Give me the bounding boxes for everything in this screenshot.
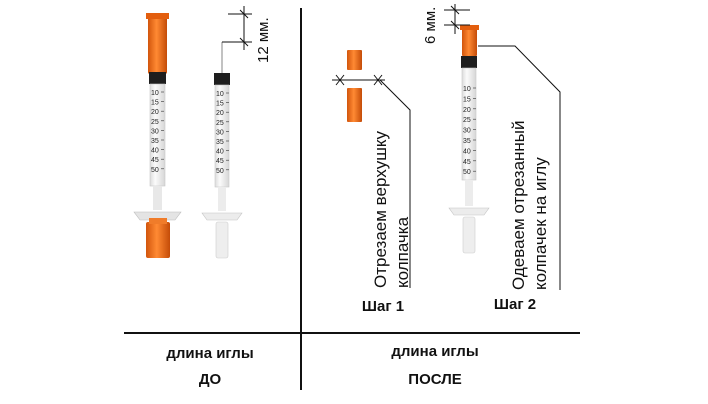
needle-length-after-label: 6 мм. xyxy=(422,6,439,44)
scale-mark-label: 30 xyxy=(463,128,471,135)
leader-line-1 xyxy=(379,79,411,288)
scale-mark-label: 25 xyxy=(216,120,224,127)
scale-marks: 10 15 20 25 30 35 40 45 50 xyxy=(463,86,476,176)
scale-mark-label: 30 xyxy=(216,129,224,136)
scale-mark-label: 35 xyxy=(151,138,159,145)
leader-line-2 xyxy=(478,45,561,290)
step2-instruction-line1: Одеваем отрезанный xyxy=(509,120,528,290)
scale-mark-label: 50 xyxy=(463,169,471,176)
finger-flange xyxy=(201,212,243,221)
scale-mark-label: 50 xyxy=(151,167,159,174)
barrel-hub xyxy=(149,72,166,84)
scale-mark-label: 15 xyxy=(151,100,159,107)
finger-flange xyxy=(133,211,182,221)
step2-instruction: Одеваем отрезанный колпачек на иглу xyxy=(508,120,552,290)
syringe-exposed-needle: 10 15 20 25 30 35 40 45 50 xyxy=(201,6,252,259)
plunger-stem xyxy=(218,187,226,211)
scale-mark-label: 45 xyxy=(463,159,471,166)
cap-top-piece xyxy=(347,50,362,70)
step1-instruction: Отрезаем верхушку колпачка xyxy=(370,131,414,288)
scale-mark-label: 10 xyxy=(216,91,224,98)
scale-mark-label: 20 xyxy=(216,110,224,117)
scale-mark-label: 45 xyxy=(216,158,224,165)
scale-mark-label: 20 xyxy=(151,109,159,116)
step1-instruction-line2: колпачка xyxy=(393,216,412,288)
cap-bottom-piece xyxy=(347,88,362,122)
scale-mark-label: 50 xyxy=(216,168,224,175)
syringe-capped: 10 15 20 25 30 35 40 45 50 xyxy=(133,13,182,258)
scale-mark-label: 25 xyxy=(151,119,159,126)
scale-mark-label: 40 xyxy=(151,148,159,155)
needle-cap-cut xyxy=(462,27,477,56)
plunger-rod xyxy=(462,216,476,254)
before-caption-line1: длина иглы xyxy=(166,345,254,362)
step2-instruction-line2: колпачек на иглу xyxy=(531,157,550,290)
cut-cap-diagram xyxy=(332,50,411,288)
scale-mark-label: 40 xyxy=(216,149,224,156)
scale-mark-label: 15 xyxy=(463,96,471,103)
before-caption-line2: ДО xyxy=(198,371,222,388)
scale-mark-label: 10 xyxy=(463,86,471,93)
plunger-rod xyxy=(215,221,229,259)
plunger-stem xyxy=(153,186,162,210)
syringe-cut-cap: 10 15 20 25 30 35 40 45 50 xyxy=(444,4,561,290)
scale-mark-label: 25 xyxy=(463,117,471,124)
step1-instruction-line1: Отрезаем верхушку xyxy=(371,131,390,288)
scale-mark-label: 35 xyxy=(463,138,471,145)
scale-marks: 10 15 20 25 30 35 40 45 50 xyxy=(151,90,164,174)
finger-flange xyxy=(448,207,490,216)
needle-length-before-label: 12 мм. xyxy=(255,17,272,63)
plunger-cap-orange xyxy=(146,222,170,258)
step1-label: Шаг 1 xyxy=(361,298,405,315)
needle-cap xyxy=(148,14,167,74)
barrel-hub xyxy=(461,56,477,68)
scale-mark-label: 30 xyxy=(151,128,159,135)
plunger-stem xyxy=(465,180,473,206)
scale-mark-label: 35 xyxy=(216,139,224,146)
scale-marks: 10 15 20 25 30 35 40 45 50 xyxy=(216,91,229,175)
scale-mark-label: 15 xyxy=(216,101,224,108)
scale-mark-label: 10 xyxy=(151,90,159,97)
step2-label: Шаг 2 xyxy=(493,296,537,313)
after-caption-line2: ПОСЛЕ xyxy=(408,371,462,388)
scale-mark-label: 40 xyxy=(463,148,471,155)
barrel-hub xyxy=(214,73,230,85)
scale-mark-label: 20 xyxy=(463,107,471,114)
scale-mark-label: 45 xyxy=(151,157,159,164)
after-caption-line1: длина иглы xyxy=(391,343,479,360)
